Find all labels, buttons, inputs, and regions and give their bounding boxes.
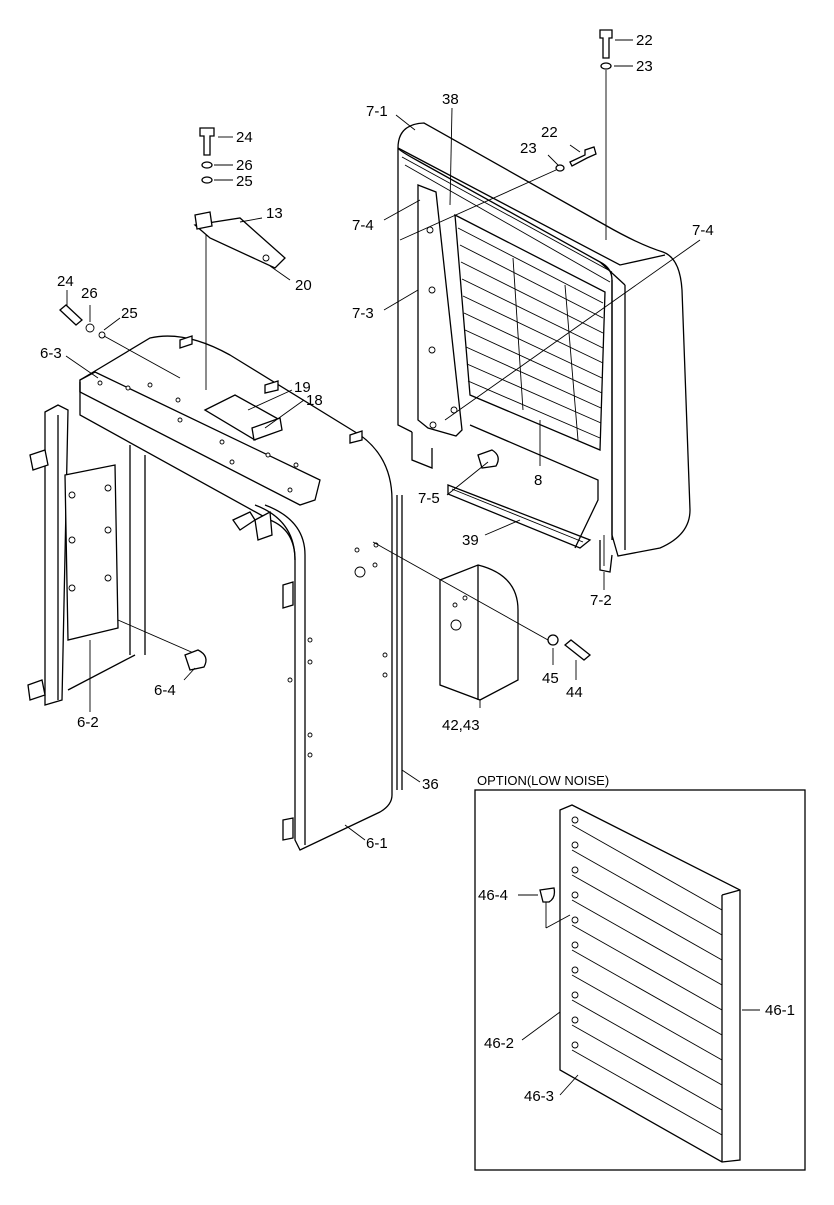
label-23a: 23 [636,58,653,75]
label-6-2: 6-2 [77,714,99,731]
label-7-3: 7-3 [352,305,374,322]
label-26b: 26 [81,285,98,302]
label-20: 20 [295,277,312,294]
label-45: 45 [542,670,559,687]
label-36: 36 [422,776,439,793]
label-6-1: 6-1 [366,835,388,852]
label-25a: 25 [236,173,253,190]
low-noise-louver-46-1 [559,804,741,1163]
top-bolts-22-23 [399,29,613,241]
main-housing-6-1 [79,335,393,851]
option-caption: OPTION(LOW NOISE) [477,773,609,788]
label-6-4: 6-4 [154,682,176,699]
label-44: 44 [566,684,583,701]
label-42-43: 42,43 [442,717,480,734]
radiator-frame-7-1 [397,122,691,573]
label-7-2: 7-2 [590,592,612,609]
label-23b: 23 [520,140,537,157]
bottom-seal-39 [447,424,599,549]
label-39: 39 [462,532,479,549]
label-19: 19 [294,379,311,396]
label-46-3: 46-3 [524,1088,554,1105]
knob-6-4 [184,649,207,671]
seal-strip-36 [396,495,403,790]
bolts-24-25-26 [59,127,215,379]
side-panel-6-2 [27,404,206,706]
label-7-5: 7-5 [418,490,440,507]
label-25b: 25 [121,305,138,322]
label-8: 8 [534,472,542,489]
label-46-2: 46-2 [484,1035,514,1052]
option-frame [474,789,806,1171]
knob-7-5 [477,449,499,469]
option-panel: OPTION(LOW NOISE) [474,773,806,1171]
louver-core-8 [454,213,606,451]
label-13: 13 [266,205,283,222]
label-7-1: 7-1 [366,103,388,120]
label-46-4: 46-4 [478,887,508,904]
box-cover-42-43 [372,541,549,701]
label-26a: 26 [236,157,253,174]
label-24a: 24 [236,129,253,146]
knob-46-4 [539,887,571,929]
part-labels: 22 23 22 23 7-1 38 24 26 25 13 7-4 7-4 2… [40,32,795,1105]
label-6-3: 6-3 [40,345,62,362]
leader-lines [65,39,760,1096]
label-38: 38 [442,91,459,108]
label-18: 18 [306,392,323,409]
label-7-4a: 7-4 [352,217,374,234]
label-22a: 22 [636,32,653,49]
bolt-44-washer-45 [547,634,592,661]
top-plate-6-3 [79,371,321,506]
cover-plate-13 [193,211,286,390]
label-24b: 24 [57,273,74,290]
label-46-1: 46-1 [765,1002,795,1019]
label-7-4b: 7-4 [692,222,714,239]
label-22b: 22 [541,124,558,141]
side-plate-7-3 [417,184,463,437]
access-hatch-18-19 [203,394,283,441]
